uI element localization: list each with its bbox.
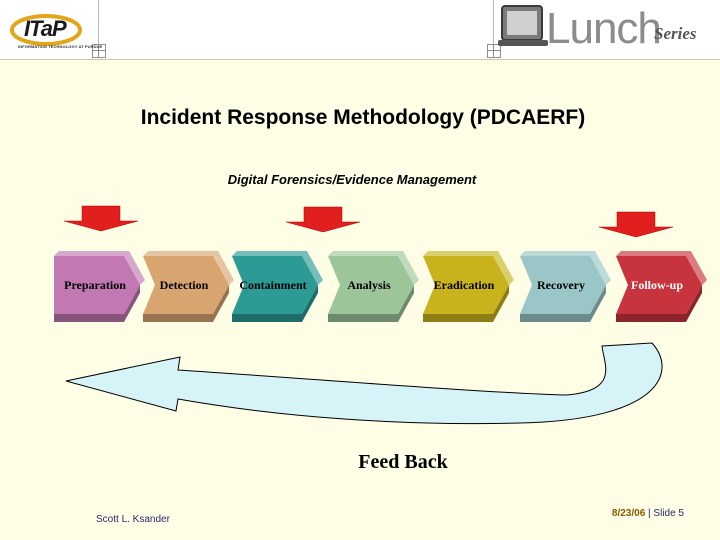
step-shadow — [328, 285, 414, 322]
step-bevel — [616, 251, 707, 285]
crosshair-square-icon — [487, 44, 501, 58]
header-vertical-line — [493, 0, 494, 52]
series-word: Lunch — [546, 4, 662, 53]
step-bevel — [54, 251, 145, 285]
slide-date: 8/23/06 — [611, 508, 646, 519]
step-label: Preparation — [64, 278, 126, 292]
step-shadow — [616, 285, 702, 322]
process-step-follow-up: Follow-up — [616, 251, 707, 322]
step-shadow — [232, 285, 318, 322]
step-label: Analysis — [347, 278, 391, 292]
step-bevel — [328, 251, 419, 285]
step-label: Detection — [160, 278, 209, 292]
logo-subtext: INFORMATION TECHNOLOGY AT PURDUE — [18, 44, 103, 49]
header-divider — [0, 59, 720, 60]
step-label: Eradication — [434, 278, 495, 292]
step-shadow — [520, 285, 606, 322]
header-vertical-line — [98, 0, 99, 52]
feedback-label: Feed Back — [358, 451, 448, 473]
down-arrow-group — [63, 205, 674, 238]
step-bevel — [143, 251, 234, 285]
slide-header — [0, 0, 720, 60]
step-chevron — [328, 256, 414, 314]
down-arrow-icon — [63, 205, 139, 232]
step-chevron — [520, 256, 606, 314]
step-chevron — [232, 256, 318, 314]
step-bevel — [423, 251, 514, 285]
step-shadow — [423, 285, 509, 322]
step-label: Containment — [239, 278, 306, 292]
feedback-arrow — [65, 342, 663, 425]
logo-swoosh-icon — [10, 14, 82, 46]
step-chevron — [143, 256, 229, 314]
crosshair-square-icon — [92, 44, 106, 58]
step-label: Follow-up — [631, 278, 683, 292]
lunch-series-logo: Lunch Series — [498, 0, 720, 53]
slide-footer-info: 8/23/06 | Slide 5 — [560, 508, 684, 519]
process-step-analysis: Analysis — [328, 251, 419, 322]
footer-separator: | — [645, 508, 654, 519]
process-steps-group: Preparation Detection Containment Analysis E… — [54, 251, 707, 322]
slide-number: Slide 5 — [653, 508, 684, 519]
step-chevron — [616, 256, 702, 314]
laptop-icon — [498, 5, 548, 46]
process-step-preparation: Preparation — [54, 251, 145, 322]
process-step-eradication: Eradication — [423, 251, 514, 322]
down-arrow-icon — [598, 211, 674, 238]
step-shadow — [143, 285, 229, 322]
author-name: Scott L. Ksander — [96, 514, 170, 525]
step-chevron — [423, 256, 509, 314]
itap-logo: ITaP INFORMATION TECHNOLOGY AT PURDUE — [8, 8, 102, 52]
process-step-detection: Detection — [143, 251, 234, 322]
process-step-recovery: Recovery — [520, 251, 611, 322]
down-arrow-icon — [285, 206, 361, 233]
slide-subtitle: Digital Forensics/Evidence Management — [227, 172, 477, 187]
step-chevron — [54, 256, 140, 314]
slide-title: Incident Response Methodology (PDCAERF) — [140, 106, 586, 129]
logo-text: ITaP — [24, 16, 67, 41]
process-step-containment: Containment — [232, 251, 323, 322]
step-bevel — [520, 251, 611, 285]
step-bevel — [232, 251, 323, 285]
step-shadow — [54, 285, 140, 322]
series-suffix: Series — [654, 24, 697, 43]
step-label: Recovery — [537, 278, 585, 292]
